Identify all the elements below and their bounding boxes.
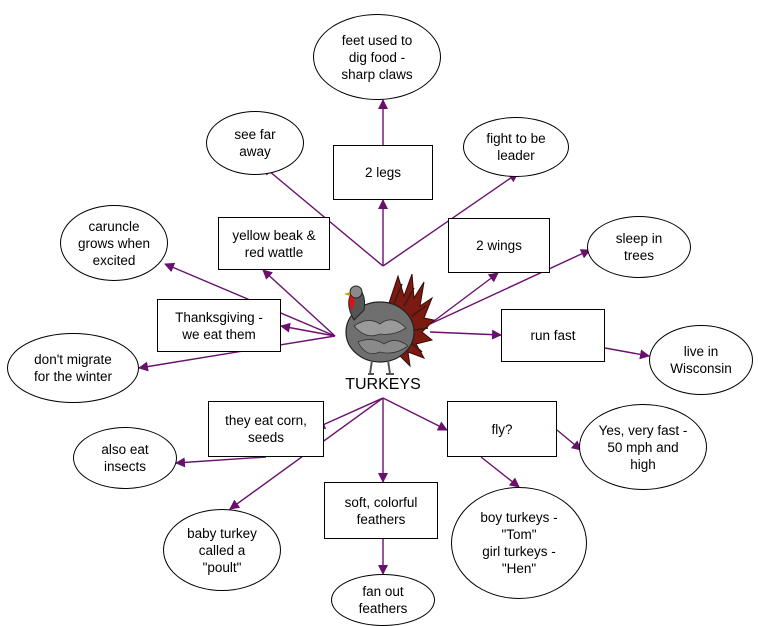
node-caruncle: caruncle grows when excited [60,205,168,281]
node-thanksgiving: Thanksgiving - we eat them [157,299,281,352]
node-migrate: don't migrate for the winter [7,333,139,403]
node-fan-out: fan out feathers [331,574,435,626]
node-tom-hen: boy turkeys - "Tom" girl turkeys - "Hen" [451,487,587,599]
turkey-icon [344,273,436,375]
node-two-wings: 2 wings [448,218,550,273]
arrow-to-wisconsin [604,347,650,360]
arrow-to-thanksgiving [280,322,336,337]
node-wisconsin: live in Wisconsin [649,325,753,395]
node-fly: fly? [447,401,557,457]
arrow-to-beak [262,269,336,337]
arrow-to-tom-hen [480,456,520,488]
node-insects: also eat insects [73,427,177,489]
node-feathers: soft, colorful feathers [324,482,438,539]
node-fight: fight to be leader [463,117,569,177]
node-two-legs: 2 legs [333,145,433,200]
node-see-far: see far away [206,111,304,175]
arrow-to-two-wings [429,272,499,325]
arrow-to-run-fast [429,329,502,340]
node-feet: feet used to dig food - sharp claws [313,14,441,100]
arrow-to-sleep [429,249,591,325]
center-title: TURKEYS [345,376,421,393]
arrow-to-corn [315,397,384,429]
node-corn: they eat corn, seeds [208,401,324,457]
node-run-fast: run fast [501,309,605,362]
node-poult: baby turkey called a "poult" [163,509,281,591]
arrow-to-insects [175,456,267,468]
node-yes-fast: Yes, very fast - 50 mph and high [579,404,707,490]
node-sleep: sleep in trees [587,216,691,278]
node-beak: yellow beak & red wattle [218,217,330,270]
arrow-to-see-far [262,165,384,267]
arrow-to-fly [382,397,448,431]
arrow-to-yes-fast [556,429,582,451]
arrow-to-migrate [138,335,336,372]
